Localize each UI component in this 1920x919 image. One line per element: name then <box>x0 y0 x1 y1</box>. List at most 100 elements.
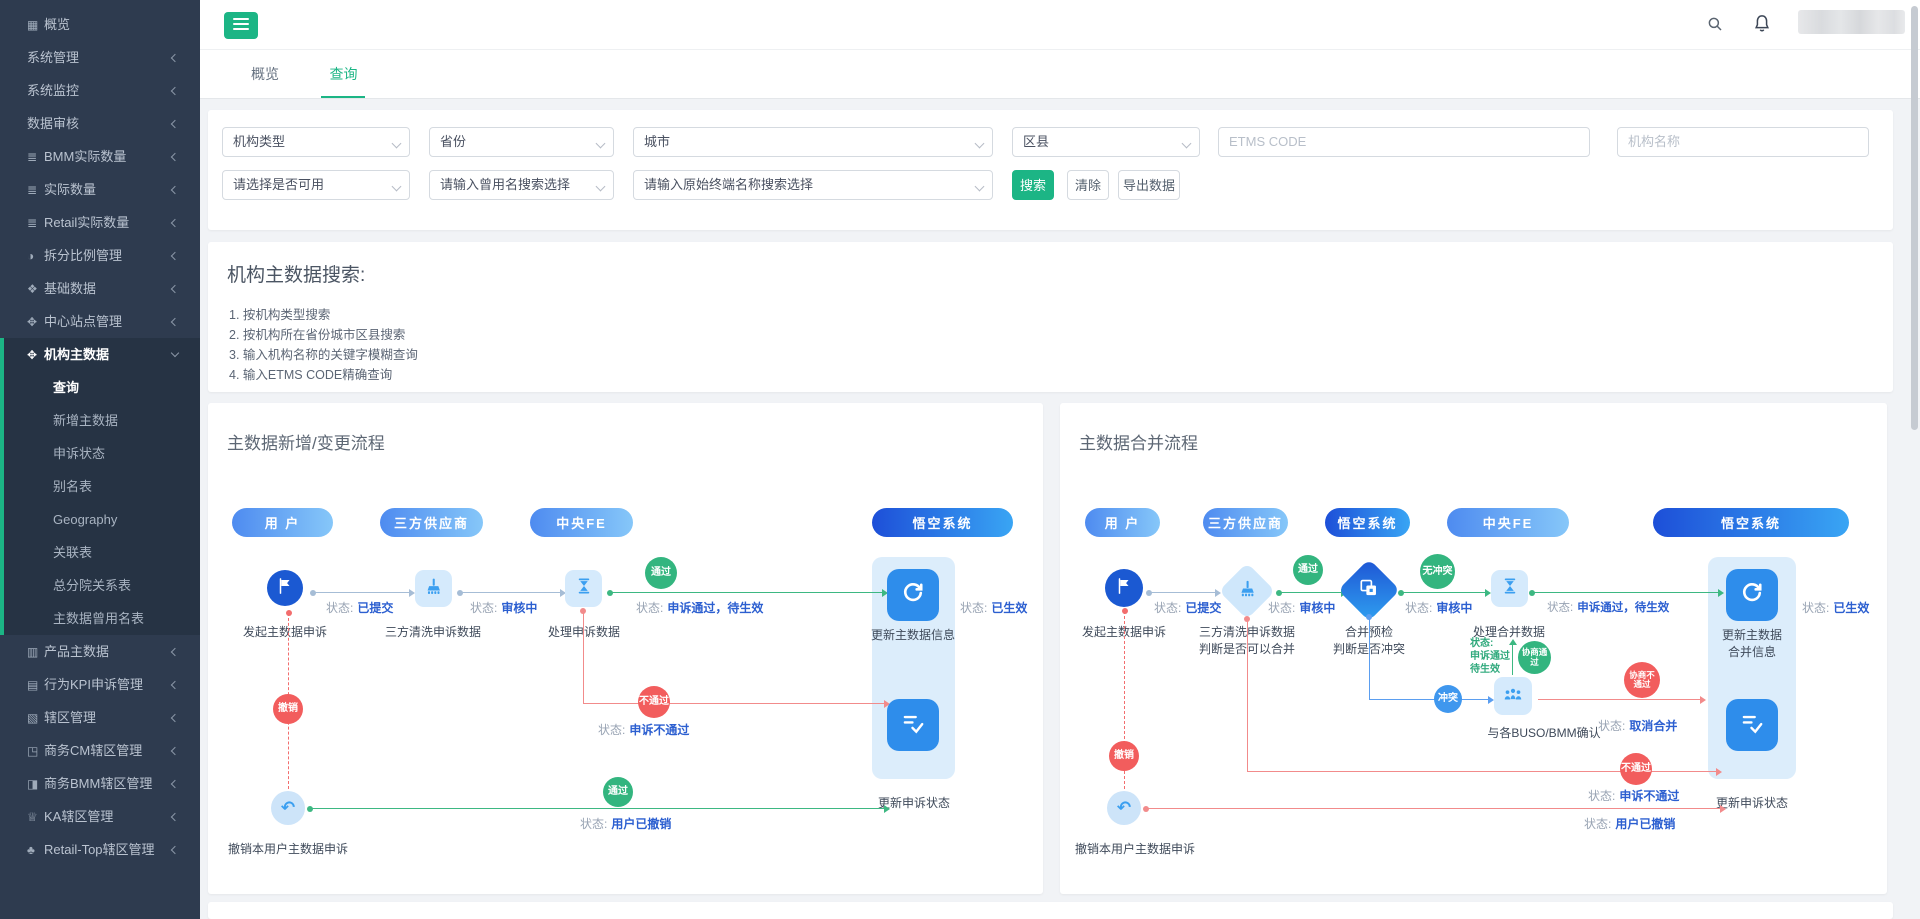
node-third-party-clean[interactable] <box>1218 562 1276 620</box>
original-terminal-select[interactable]: 请输入原始终端名称搜索选择 <box>633 170 993 200</box>
sidebar-item-alias-table[interactable]: 别名表 <box>53 479 93 494</box>
status-reviewing: 状态:审核中 <box>470 601 538 615</box>
flow-panel-merge: 主数据合并流程 用 户 三方供应商 悟空系统 中央FE 悟空系统 发起主数据申诉… <box>1060 403 1887 894</box>
node-process-merge[interactable] <box>1491 570 1528 607</box>
database-icon: ≣ <box>27 216 38 230</box>
tab-overview[interactable]: 概览 <box>251 66 279 82</box>
status-rejected: 状态:申诉不通过 <box>1588 789 1680 803</box>
sidebar-item-former-name-table[interactable]: 主数据曾用名表 <box>53 611 145 626</box>
sidebar-item-actual[interactable]: ≣实际数量 <box>0 173 200 206</box>
node-update-merge-info[interactable] <box>1726 569 1778 621</box>
node-process-appeal[interactable] <box>565 570 602 607</box>
sidebar-item-ka-territory[interactable]: ♕KA辖区管理 <box>0 800 200 833</box>
sidebar-item-hq-branch-table[interactable]: 总分院关系表 <box>53 578 132 593</box>
node-label: 处理合并数据 <box>1472 625 1545 639</box>
org-name-input[interactable]: 机构名称 <box>1617 127 1869 157</box>
flag-icon <box>276 577 294 600</box>
sidebar-item-relation-table[interactable]: 关联表 <box>53 545 93 560</box>
sidebar-item-kpi-appeal[interactable]: ▤行为KPI申诉管理 <box>0 668 200 701</box>
former-name-select[interactable]: 请输入曾用名搜索选择 <box>429 170 614 200</box>
flow-arrow-pass <box>1529 588 1724 597</box>
search-icon[interactable] <box>1706 15 1726 35</box>
org-type-select[interactable]: 机构类型 <box>222 127 410 157</box>
node-label: 判断是否冲突 <box>1320 641 1418 657</box>
site-icon: ✥ <box>27 315 38 329</box>
kpi-icon: ▤ <box>27 678 39 692</box>
help-item: 4. 输入ETMS CODE精确查询 <box>229 368 393 382</box>
sidebar-item-data-review[interactable]: 数据审核 <box>0 107 200 140</box>
badge-nego-fail: 协商不通过 <box>1624 662 1660 698</box>
hamburger-menu-button[interactable] <box>224 12 258 39</box>
status-user-revoked: 状态:用户已撤销 <box>1584 817 1676 831</box>
node-start-appeal[interactable] <box>1105 569 1143 607</box>
etms-code-input[interactable]: ETMS CODE <box>1218 127 1590 157</box>
next-card-peek <box>208 902 1893 919</box>
user-account-blurred[interactable] <box>1798 10 1905 34</box>
node-revoke-appeal[interactable]: ↶ <box>1107 791 1141 825</box>
node-label: 三方清洗申诉数据 <box>1198 624 1296 640</box>
node-label: 撤销本用户主数据申诉 <box>227 842 348 856</box>
node-revoke-appeal[interactable]: ↶ <box>271 791 305 825</box>
sidebar-item-org-master[interactable]: ✥机构主数据 <box>4 338 200 371</box>
node-buso-bmm-confirm[interactable] <box>1494 677 1532 715</box>
sidebar-item-split-ratio[interactable]: ◑拆分比例管理 <box>0 239 200 272</box>
tab-query[interactable]: 查询 <box>321 50 366 98</box>
node-merge-precheck[interactable] <box>1337 558 1401 622</box>
tab-bar: 概览 查询 <box>200 50 1920 99</box>
sidebar-item-base-data[interactable]: ❖基础数据 <box>0 272 200 305</box>
checklist-icon <box>1739 710 1765 741</box>
sidebar-item-appeal-status[interactable]: 申诉状态 <box>53 446 106 461</box>
status-reviewing: 状态:审核中 <box>1268 601 1336 615</box>
province-select[interactable]: 省份 <box>429 127 614 157</box>
lane-pill-vendor: 三方供应商 <box>1203 508 1288 537</box>
sidebar-item-bmm-actual[interactable]: ≣BMM实际数量 <box>0 140 200 173</box>
clear-button[interactable]: 清除 <box>1067 170 1109 200</box>
node-third-party-clean[interactable] <box>415 570 452 607</box>
availability-select[interactable]: 请选择是否可用 <box>222 170 410 200</box>
sidebar-item-retail-top-territory[interactable]: ♣Retail-Top辖区管理 <box>0 833 200 866</box>
refresh-icon <box>1739 580 1765 611</box>
database-icon: ≣ <box>27 183 38 197</box>
sidebar-item-overview[interactable]: ▦概览 <box>0 8 200 41</box>
sidebar-item-center-site[interactable]: ✥中心站点管理 <box>0 305 200 338</box>
lane-pill-wukong: 悟空系统 <box>1653 508 1849 537</box>
sidebar-item-system-mgmt[interactable]: 系统管理 <box>0 41 200 74</box>
bell-icon[interactable] <box>1752 13 1772 33</box>
city-select[interactable]: 城市 <box>633 127 993 157</box>
sidebar-item-product-master[interactable]: ▥产品主数据 <box>0 635 200 668</box>
badge-fail: 不通过 <box>1620 753 1652 785</box>
flow-line-revoked <box>307 804 890 813</box>
node-update-master[interactable] <box>887 569 939 621</box>
status-effective: 状态:已生效 <box>960 601 1028 615</box>
search-button[interactable]: 搜索 <box>1012 170 1054 200</box>
badge-pass: 通过 <box>645 557 677 589</box>
chevron-left-icon <box>170 218 180 228</box>
lane-pill-vendor: 三方供应商 <box>380 508 483 537</box>
help-item: 2. 按机构所在省份城市区县搜索 <box>229 328 406 342</box>
district-select[interactable]: 区县 <box>1012 127 1200 157</box>
chevron-down-icon <box>974 138 985 149</box>
badge-conflict: 冲突 <box>1434 685 1462 713</box>
undo-icon: ↶ <box>1116 798 1132 817</box>
sidebar-item-retail-actual[interactable]: ≣Retail实际数量 <box>0 206 200 239</box>
sidebar-item-bmm-territory[interactable]: ◨商务BMM辖区管理 <box>0 767 200 800</box>
sidebar-item-system-monitor[interactable]: 系统监控 <box>0 74 200 107</box>
vertical-scrollbar[interactable] <box>1911 6 1918 430</box>
broom-icon <box>1238 579 1257 603</box>
sidebar-item-new-master[interactable]: 新增主数据 <box>53 413 119 428</box>
node-update-appeal-status[interactable] <box>1726 699 1778 751</box>
chevron-left-icon <box>170 317 180 327</box>
export-data-button[interactable]: 导出数据 <box>1118 170 1180 200</box>
sidebar-item-cm-territory[interactable]: ◳商务CM辖区管理 <box>0 734 200 767</box>
badge-revoke: 撤销 <box>1109 741 1139 771</box>
flow-line-revoke <box>1122 608 1128 789</box>
chevron-down-icon <box>595 181 606 192</box>
node-update-appeal-status[interactable] <box>887 699 939 751</box>
lane-pill-wukong: 悟空系统 <box>872 508 1013 537</box>
node-start-appeal[interactable] <box>267 570 303 606</box>
sidebar-item-query[interactable]: 查询 <box>53 380 80 395</box>
lane-pill-central-fe: 中央FE <box>1447 508 1569 537</box>
sidebar-item-geography[interactable]: Geography <box>53 512 118 527</box>
sidebar-item-territory[interactable]: ▧辖区管理 <box>0 701 200 734</box>
node-label: 更新申诉状态 <box>1716 796 1789 810</box>
